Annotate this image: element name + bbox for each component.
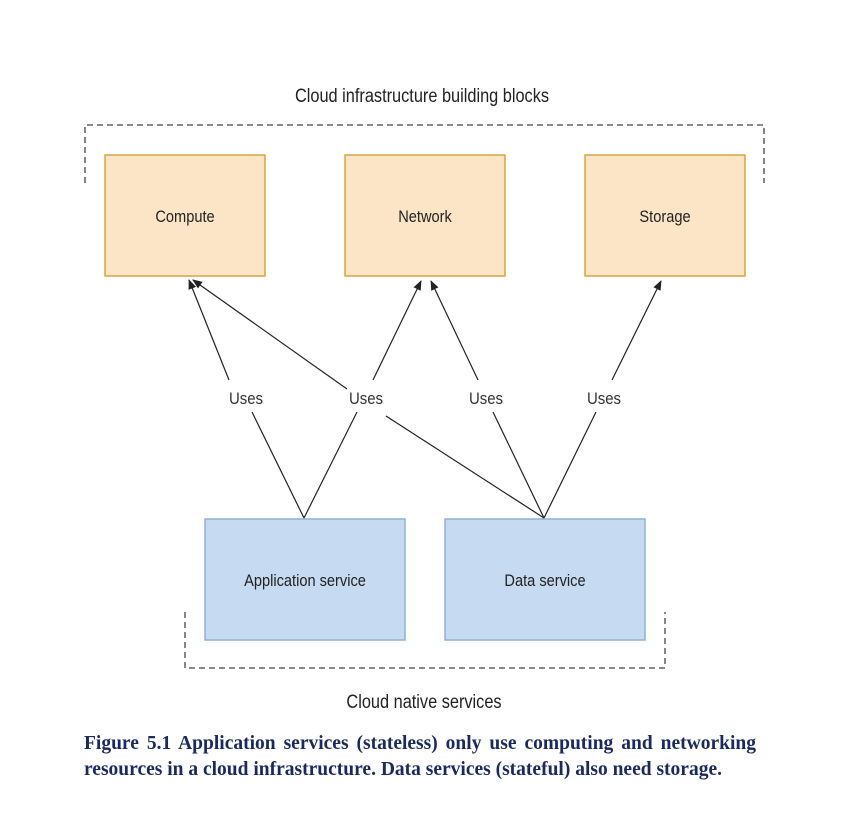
edge-label-uses: Uses [349, 390, 383, 408]
storage-box [584, 154, 746, 277]
data-service-box [444, 518, 646, 641]
application-service-label: Application service [244, 572, 366, 590]
figure-caption: Figure 5.1 Application services (statele… [84, 733, 756, 780]
data-service-label: Data service [504, 572, 585, 590]
infrastructure-group-bracket [84, 124, 765, 183]
edge-data-to-compute [192, 279, 545, 519]
storage-label: Storage [639, 208, 690, 226]
edge-application-to-compute [188, 279, 305, 519]
services-group-label: Cloud native services [346, 691, 501, 712]
edge-label-uses: Uses [469, 390, 503, 408]
services-group-bracket [184, 612, 666, 669]
application-service-box [204, 518, 406, 641]
edge-label-uses: Uses [229, 390, 263, 408]
edge-data-to-network [430, 280, 545, 519]
edge-data-to-storage [543, 280, 662, 519]
application-service-node: Application service [204, 518, 406, 641]
data-service-node: Data service [444, 518, 646, 641]
edge-application-to-network [303, 280, 422, 519]
compute-label: Compute [155, 208, 214, 226]
compute-box [104, 154, 266, 277]
compute-node: Compute [104, 154, 266, 277]
network-label: Network [398, 208, 452, 226]
network-box [344, 154, 506, 277]
network-node: Network [344, 154, 506, 277]
edge-label-uses: Uses [587, 390, 621, 408]
storage-node: Storage [584, 154, 746, 277]
infrastructure-group-label: Cloud infrastructure building blocks [295, 85, 549, 106]
